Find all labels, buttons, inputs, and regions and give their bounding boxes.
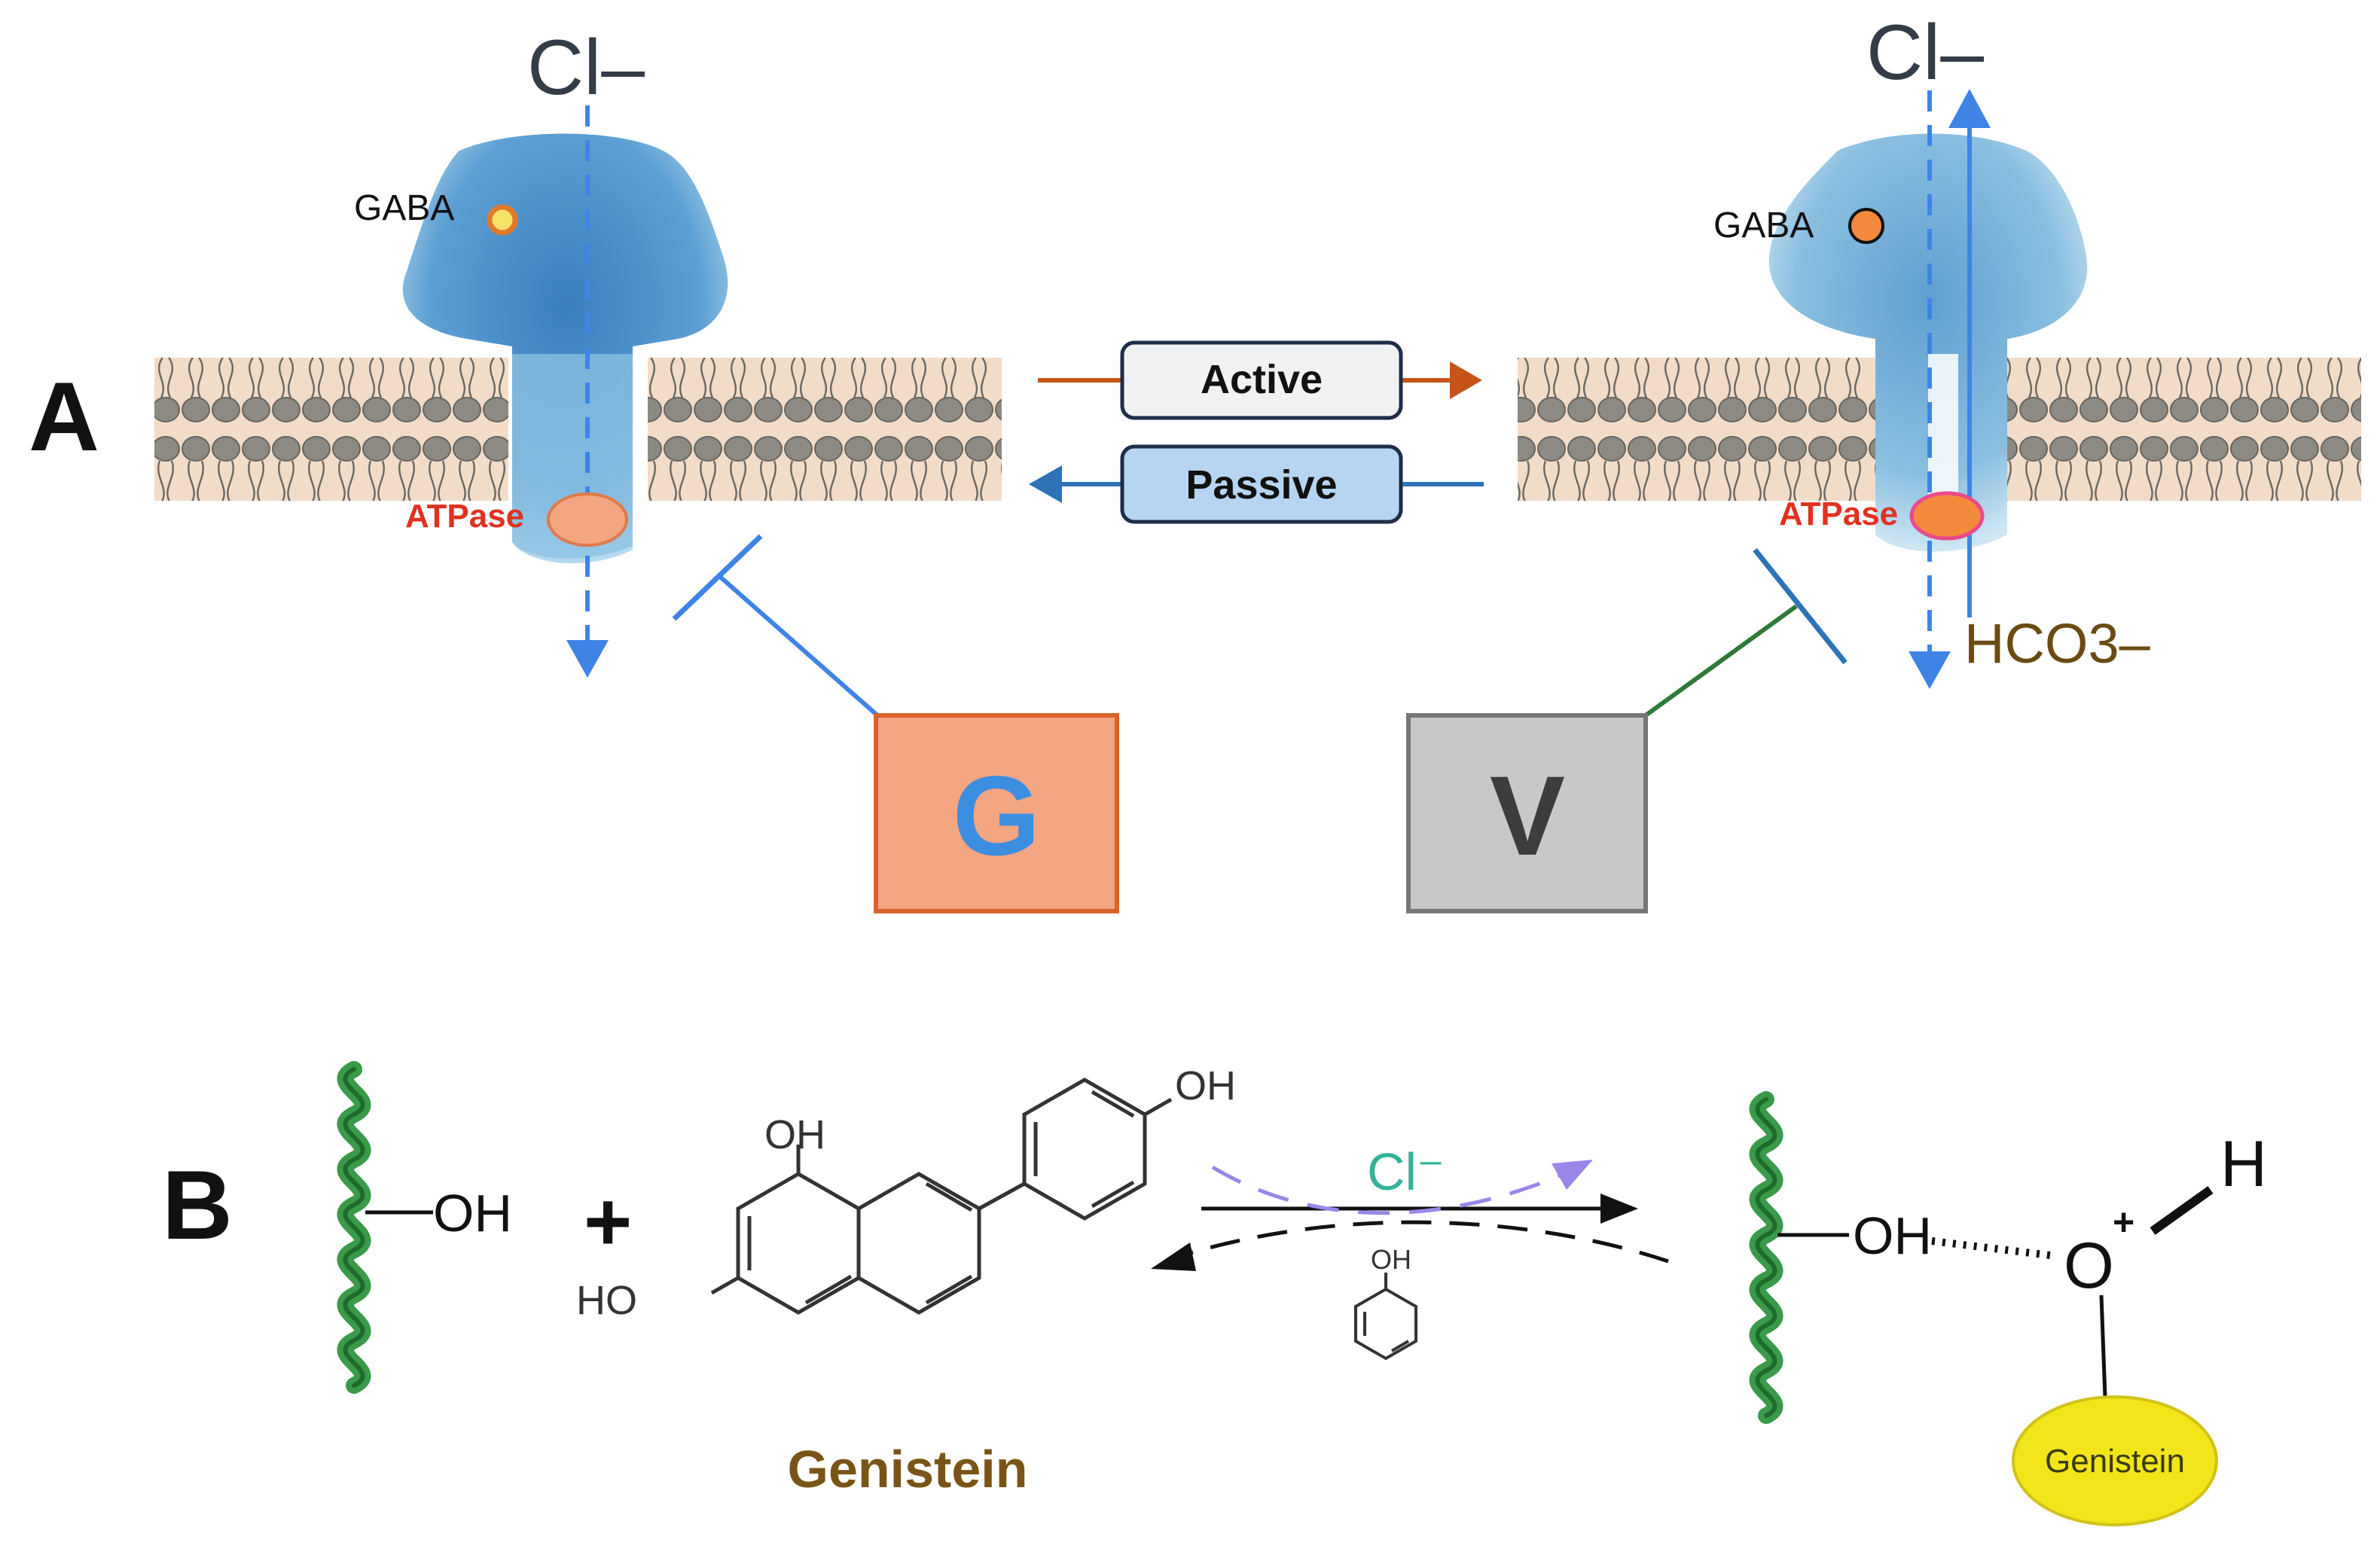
passive-transition: Passive — [1029, 444, 1484, 524]
inhibitor-v-label: V — [1490, 752, 1565, 879]
right-chloride-arrowhead — [1909, 651, 1951, 689]
product-charge: + — [2113, 1201, 2134, 1243]
genistein-ho-bottom: HO — [576, 1278, 637, 1323]
product-hydrogen: H — [2220, 1128, 2267, 1200]
reaction-chloride-label: Cl⁻ — [1367, 1142, 1445, 1201]
inhibitor-g: G — [672, 534, 1119, 913]
inhibitor-g-label: G — [953, 752, 1041, 879]
right-atpase-label: ATPase — [1779, 495, 1898, 532]
right-gaba-molecule — [1848, 208, 1884, 244]
inhibitor-v-box — [1406, 713, 1648, 913]
active-transition: Active — [1038, 340, 1482, 420]
product-oxygen: O — [2064, 1230, 2114, 1302]
right-protein-helix — [1749, 1091, 1783, 1424]
left-membrane — [154, 358, 1002, 501]
reverse-reaction-arrow — [1174, 1220, 1669, 1264]
inhibitor-g-box — [874, 713, 1119, 913]
genistein-oh-top-right: OH — [1175, 1063, 1236, 1108]
bicarbonate-label: HCO3– — [1964, 612, 2151, 675]
right-membrane — [1518, 358, 2361, 501]
active-label: Active — [1201, 357, 1323, 402]
oxygen-genistein-bond — [2099, 1294, 2107, 1398]
passive-label: Passive — [1185, 462, 1337, 508]
product-helix-oh: OH — [1853, 1206, 1932, 1265]
chloride-catalysis-arrowhead — [1552, 1160, 1593, 1190]
phenol-structure — [1354, 1273, 1417, 1361]
genistein-oh-top-left: OH — [764, 1112, 825, 1157]
chloride-catalysis-arrow — [1211, 1165, 1572, 1215]
oxygen-hydrogen-bond — [2150, 1186, 2214, 1235]
left-chloride-arrowhead — [566, 640, 609, 678]
right-gaba-label: GABA — [1713, 206, 1814, 245]
reaction-arrows — [1151, 1160, 1669, 1271]
left-atpase-label: ATPase — [405, 498, 524, 535]
left-gaba-label: GABA — [354, 188, 454, 228]
hydrogen-bond-dots — [1931, 1237, 2057, 1260]
right-chloride-label: Cl– — [1866, 9, 1984, 96]
inhibitor-v: V — [1406, 547, 1848, 913]
active-box — [1120, 340, 1403, 420]
panel-a-label: A — [29, 361, 99, 471]
forward-arrowhead — [1600, 1194, 1638, 1224]
left-helix-oh: OH — [433, 1184, 512, 1242]
product-genistein-label: Genistein — [2045, 1443, 2185, 1480]
left-chloride-label: Cl– — [527, 24, 645, 111]
right-atpase-ellipse — [1909, 491, 1985, 541]
product-genistein-ellipse — [2012, 1395, 2218, 1526]
plus-sign: + — [584, 1175, 632, 1268]
bicarbonate-label-text: HCO3– — [1964, 612, 2151, 675]
passive-box — [1120, 444, 1403, 524]
genistein-structure — [710, 1078, 1173, 1315]
left-gaba-molecule — [487, 204, 518, 236]
left-atpase-ellipse — [547, 492, 628, 547]
left-protein-helix — [337, 1061, 371, 1394]
panel-b-label: B — [162, 1150, 233, 1260]
phenol-oh: OH — [1371, 1244, 1411, 1275]
right-bicarbonate-arrowhead — [1948, 89, 1991, 128]
genistein-name: Genistein — [788, 1440, 1028, 1499]
reverse-arrowhead — [1151, 1242, 1196, 1271]
